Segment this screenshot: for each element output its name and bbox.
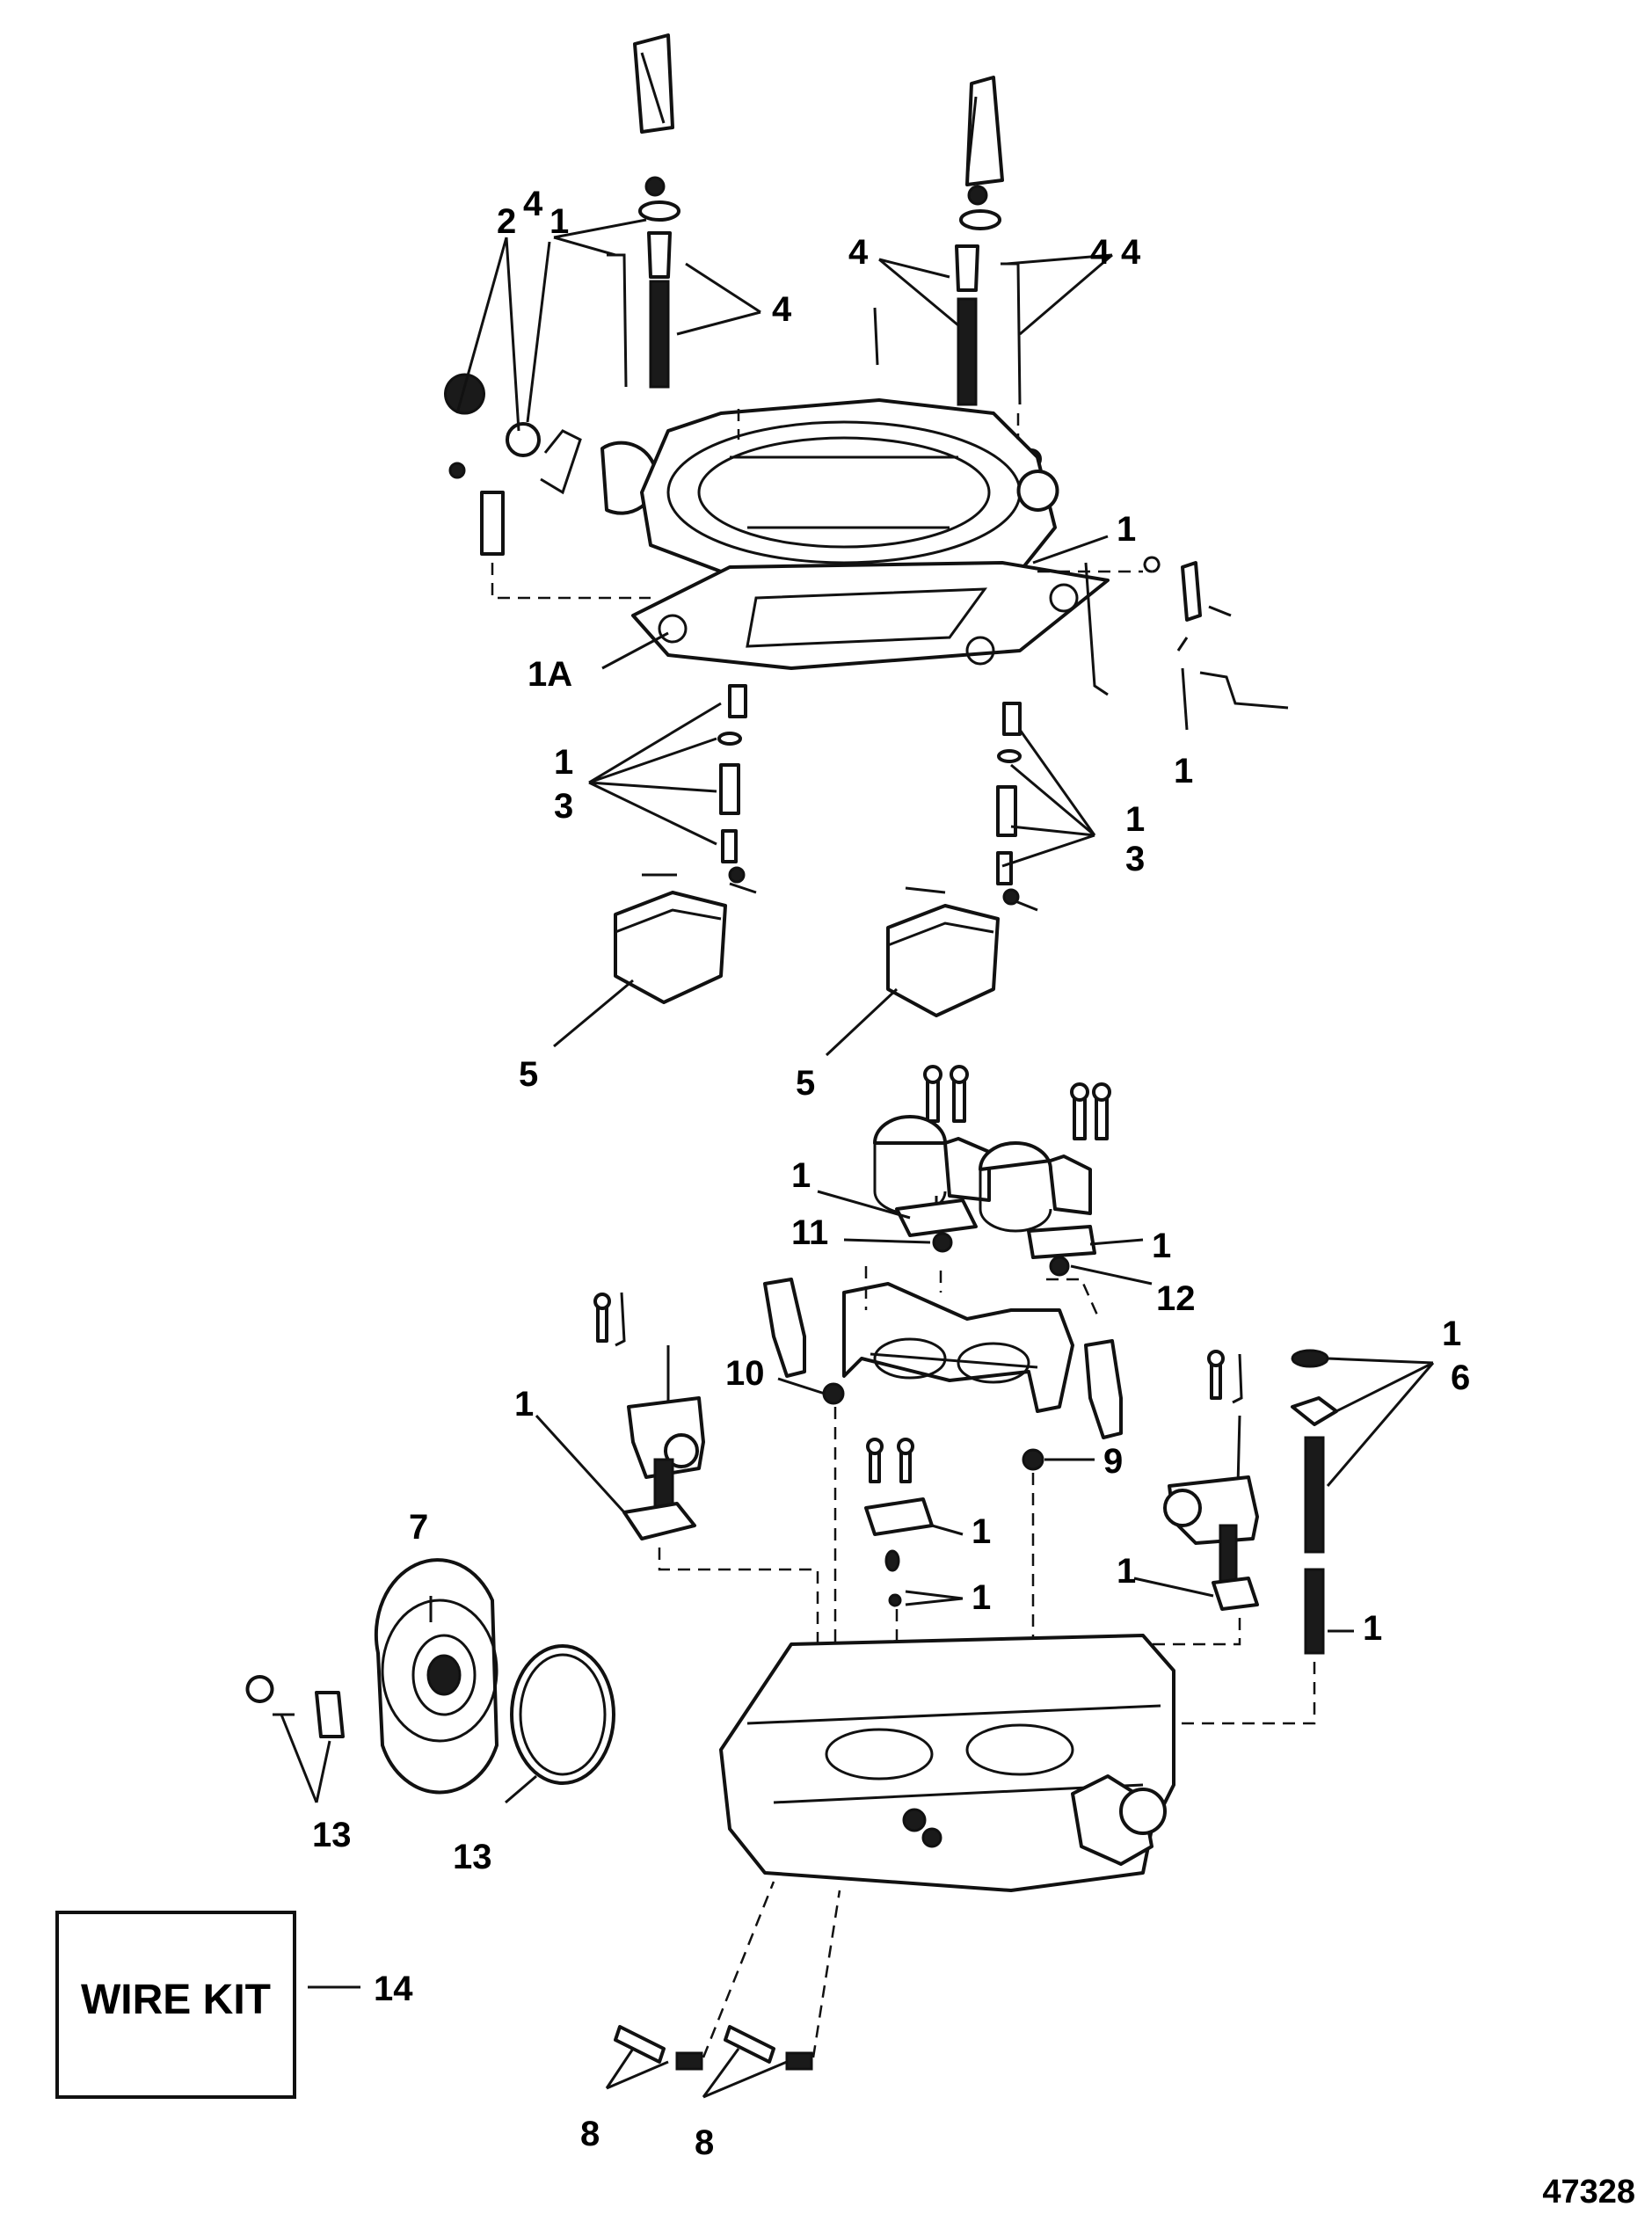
callout-5: 5 [519, 1055, 538, 1094]
callout-1: 1 [1117, 1552, 1136, 1591]
float-right [886, 904, 1000, 1017]
step-up-piston-right [979, 1141, 1092, 1215]
callout-6: 6 [1451, 1358, 1470, 1397]
callout-9: 9 [1103, 1442, 1123, 1481]
callout-12: 12 [1156, 1279, 1196, 1318]
filter-ring [510, 1644, 615, 1785]
callout-11: 11 [791, 1213, 828, 1252]
callout-1: 1 [1152, 1227, 1171, 1265]
callout-4: 4 [1121, 233, 1141, 272]
callout-1A: 1A [528, 655, 572, 694]
callout-1: 1 [1363, 1609, 1382, 1648]
callout-3: 3 [554, 787, 573, 826]
callout-10: 10 [725, 1354, 765, 1393]
callout-1: 1 [1117, 510, 1136, 549]
callout-1: 1 [972, 1512, 991, 1551]
step-up-piston-left [873, 1115, 991, 1202]
callout-1: 1 [1125, 800, 1145, 839]
metering-components [763, 1065, 1123, 1471]
callout-1: 1 [549, 202, 569, 241]
gasket-1A [631, 561, 1110, 670]
idle-mixture-screws [614, 1881, 841, 2071]
float-assemblies [614, 684, 1038, 1017]
callout-8: 8 [695, 2123, 714, 2162]
callout-4: 4 [772, 290, 792, 329]
leader-lines [280, 218, 1435, 2099]
top-left-bracket [633, 33, 674, 134]
callout-1: 1 [1174, 752, 1193, 790]
callout-7: 7 [409, 1508, 428, 1547]
main-body [719, 1634, 1175, 1892]
air-horn-body [640, 398, 1057, 582]
callout-1: 1 [1442, 1315, 1461, 1353]
callout-3: 3 [1125, 840, 1145, 878]
wire-kit-box: WIRE KIT [55, 1911, 360, 2099]
figure-reference-number: 47328 [1542, 2174, 1635, 2210]
callout-4: 4 [523, 185, 543, 223]
callout-2: 2 [497, 202, 516, 241]
callout-8: 8 [580, 2115, 600, 2153]
callout-13: 13 [453, 1838, 492, 1876]
callout-4: 4 [1090, 233, 1110, 272]
callout-numbers: 4 4 4 4 4 2 1 1 1A 1 1 3 1 3 5 5 1 11 1 … [312, 185, 1470, 2162]
callout-13: 13 [312, 1816, 352, 1854]
callout-4: 4 [848, 233, 869, 272]
callout-1: 1 [514, 1385, 534, 1424]
float-left [614, 891, 727, 1004]
callout-14: 14 [374, 1970, 413, 2008]
callout-5: 5 [796, 1064, 815, 1103]
callout-1: 1 [554, 743, 573, 782]
metering-rod-bracket [842, 1282, 1074, 1413]
wire-kit-label: WIRE KIT [81, 1977, 271, 2023]
air-horn-assembly [444, 33, 1289, 710]
callout-1: 1 [791, 1156, 811, 1195]
choke-and-filter [245, 1558, 615, 1795]
callout-1: 1 [972, 1578, 991, 1617]
